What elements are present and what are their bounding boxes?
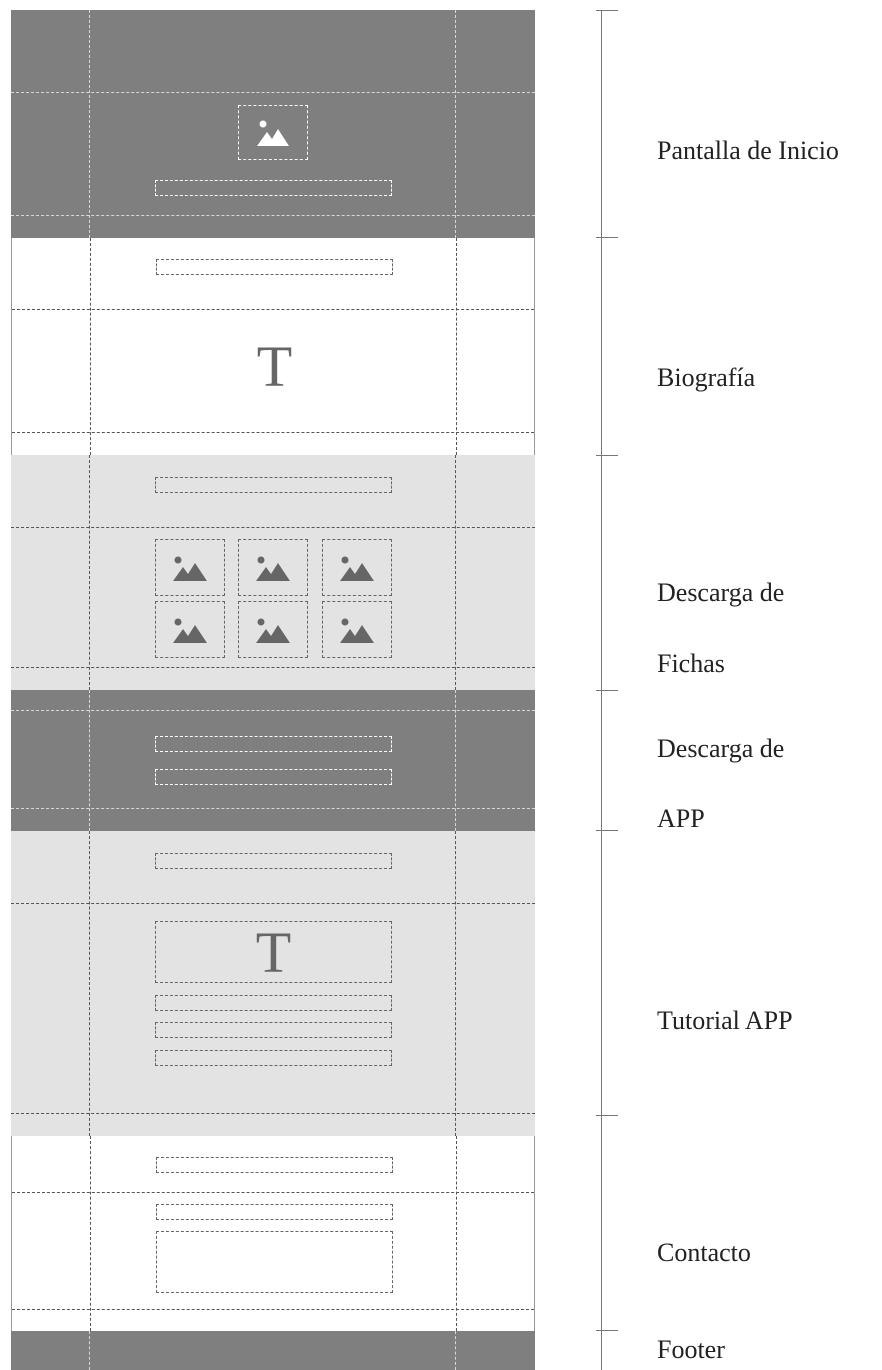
ficha-image-placeholder [238, 539, 308, 596]
contact-title-bar [156, 1157, 393, 1173]
label-fichas-line1: Descarga de [657, 578, 785, 607]
hero-image-placeholder [238, 105, 308, 160]
ruler-tick [596, 1115, 618, 1116]
image-icon [256, 556, 290, 581]
app-bar-1 [155, 736, 392, 752]
ruler-tick [596, 1330, 618, 1331]
label-tutorial: Tutorial APP [657, 1006, 793, 1035]
section-footer [11, 1331, 535, 1370]
image-icon [173, 556, 207, 581]
tutorial-text-box: T [155, 921, 392, 983]
label-inicio: Pantalla de Inicio [657, 136, 839, 165]
image-icon [257, 120, 289, 146]
bio-text-placeholder: T [256, 334, 293, 399]
ruler-tick [596, 830, 618, 831]
ficha-image-placeholder [322, 539, 392, 596]
ruler-tick [596, 690, 618, 691]
image-icon [256, 618, 290, 643]
label-contacto: Contacto [657, 1238, 751, 1267]
label-app-line2: APP [657, 804, 705, 833]
contact-message-box [156, 1231, 393, 1293]
label-app-line1: Descarga de [657, 734, 785, 763]
wireframe: T T [11, 10, 535, 1370]
label-biografia: Biografía [657, 363, 756, 392]
ruler-tick [596, 10, 618, 11]
image-icon [173, 618, 207, 643]
tutorial-line-3 [155, 1050, 392, 1066]
contact-field-bar [156, 1204, 393, 1220]
section-fichas [11, 455, 535, 690]
ruler-tick [596, 455, 618, 456]
ficha-image-placeholder [238, 601, 308, 658]
bio-title-bar [156, 259, 393, 275]
tutorial-text-placeholder: T [255, 920, 292, 985]
ficha-image-placeholder [322, 601, 392, 658]
label-footer: Footer [657, 1335, 725, 1364]
section-contacto [11, 1136, 535, 1331]
label-fichas-line2: Fichas [657, 649, 725, 678]
image-icon [340, 618, 374, 643]
section-tutorial: T [11, 831, 535, 1136]
section-inicio [11, 10, 535, 238]
tutorial-title-bar [155, 853, 392, 869]
tutorial-line-2 [155, 1022, 392, 1038]
app-bar-2 [155, 769, 392, 785]
hero-title-bar [155, 180, 392, 196]
tutorial-line-1 [155, 995, 392, 1011]
ficha-image-placeholder [155, 539, 225, 596]
ficha-image-placeholder [155, 601, 225, 658]
ruler-tick [596, 237, 618, 238]
section-biografia: T [11, 238, 535, 455]
image-icon [340, 556, 374, 581]
fichas-title-bar [155, 477, 392, 493]
section-app [11, 690, 535, 831]
